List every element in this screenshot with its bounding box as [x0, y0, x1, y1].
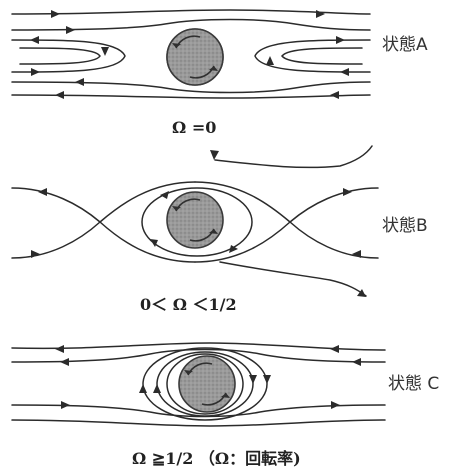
state-b-label: 状態B: [382, 216, 428, 236]
state-a-arrow-8: [31, 68, 40, 76]
state-a-arrow-1: [51, 10, 60, 18]
state-a-arrow-9: [336, 36, 345, 44]
state-c-arrow-3: [60, 358, 69, 366]
state-a-arrow-10: [340, 68, 349, 76]
state-b-arrow-1: [210, 150, 219, 160]
state-c-label: 状態 C: [388, 374, 439, 394]
state-b-arrow-7: [160, 191, 169, 199]
state-a-arrow-3: [55, 91, 64, 99]
state-c-arrow-9: [263, 375, 271, 384]
state-c-condition: Ω ≧1/2 （Ω：回転率): [132, 449, 301, 468]
state-a-left-lobe-outer: [12, 40, 125, 72]
state-c-arrow-1: [55, 345, 64, 353]
state-c-panel: 状態 C Ω ≧1/2 （Ω：回転率): [12, 343, 439, 468]
state-a-arrow-6: [75, 78, 84, 86]
state-c-arrow-5: [61, 401, 70, 409]
state-b-condition: 0＜ Ω ＜1/2: [140, 295, 237, 314]
state-a-right-lobe-inner: [282, 48, 362, 64]
state-c-cylinder: [179, 356, 235, 412]
state-b-lower-arc: [220, 262, 366, 296]
state-a-arrow-12: [266, 56, 274, 65]
state-b-arrow-4: [31, 250, 40, 258]
state-a-arrow-11: [101, 47, 109, 56]
state-a-arrow-2: [316, 10, 325, 18]
state-a-label: 状態A: [382, 35, 428, 55]
state-b-cylinder: [167, 192, 223, 248]
state-c-arrow-6: [331, 401, 340, 409]
state-c-arrow-4: [352, 358, 361, 366]
state-a-arrow-4: [330, 91, 339, 99]
state-a-arrow-7: [30, 36, 39, 44]
state-a-left-lobe-inner: [20, 48, 100, 64]
state-a-right-lobe-outer: [255, 40, 370, 72]
state-b-arrow-3: [38, 188, 47, 196]
state-c-streamline-bottom: [12, 420, 385, 426]
state-b-upper-arc: [215, 146, 372, 167]
state-c-arrow-7: [139, 384, 147, 393]
state-c-arrow-10: [249, 375, 257, 384]
state-a-condition: Ω =0: [172, 118, 216, 137]
state-a-streamline-bottom: [12, 95, 370, 98]
state-b-arrow-5: [343, 188, 352, 196]
state-c-arrow-2: [330, 345, 339, 353]
state-b-panel: 状態B 0＜ Ω ＜1/2: [12, 146, 428, 314]
state-a-streamline-upper: [12, 20, 370, 31]
state-a-panel: 状態A Ω =0: [12, 10, 428, 137]
state-c-arrow-8: [153, 384, 161, 393]
state-a-arrow-5: [66, 26, 75, 34]
